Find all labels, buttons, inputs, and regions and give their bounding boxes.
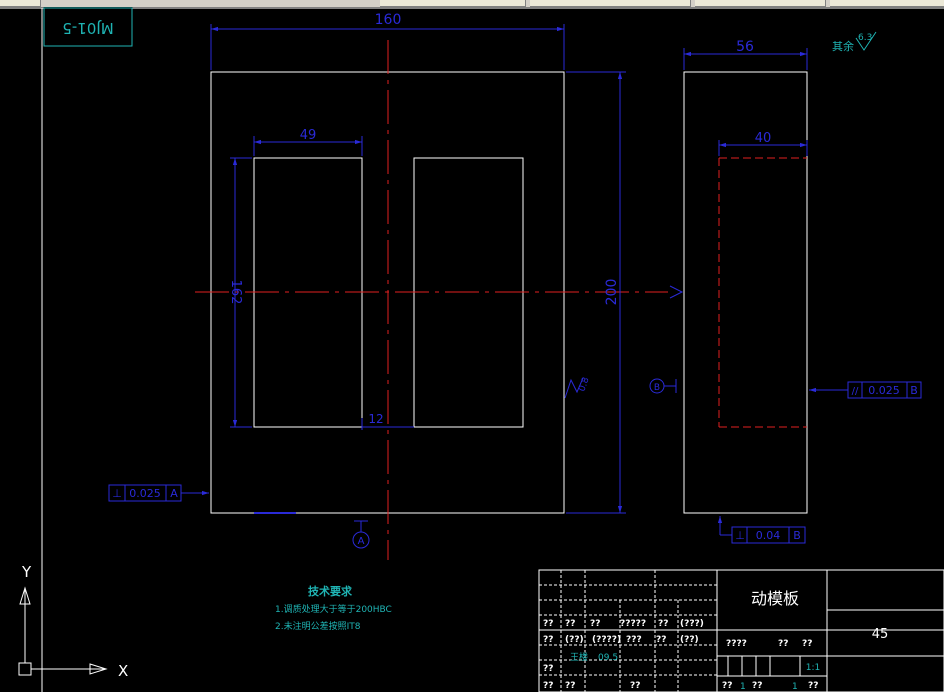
svg-text:??: ?? bbox=[543, 619, 553, 629]
datum-a-symbol bbox=[352, 520, 370, 549]
svg-text:?????: ????? bbox=[620, 619, 646, 629]
svg-text:(??): (??) bbox=[680, 635, 699, 645]
drawing-frame bbox=[0, 7, 944, 692]
svg-text:??: ?? bbox=[543, 635, 553, 645]
side-view[interactable]: 56 40 B // 0.025 B bbox=[649, 31, 922, 544]
dimension-160 bbox=[210, 24, 565, 70]
tolerance-frame-main[interactable]: ⊥ 0.025 A bbox=[108, 484, 209, 502]
tolerance-frame-parallel[interactable]: // 0.025 B bbox=[809, 381, 922, 399]
toolbar-segment[interactable] bbox=[695, 0, 826, 7]
datum-b-symbol bbox=[649, 378, 677, 394]
tolerance-symbol: ⊥ bbox=[112, 487, 122, 500]
tolerance-datum: B bbox=[793, 529, 801, 542]
svg-text:MJ01-5: MJ01-5 bbox=[62, 19, 113, 37]
svg-text:1: 1 bbox=[740, 682, 746, 692]
ucs-x-label: X bbox=[118, 662, 128, 680]
ucs-icon bbox=[18, 586, 108, 676]
tolerance-value: 0.025 bbox=[868, 384, 900, 397]
svg-text:??: ?? bbox=[656, 635, 666, 645]
material: 45 bbox=[872, 627, 889, 642]
toolbar-segment[interactable] bbox=[530, 0, 691, 7]
roughness-value: 0.8 bbox=[577, 376, 591, 393]
svg-text:??: ?? bbox=[808, 681, 818, 691]
svg-text:??: ?? bbox=[778, 639, 788, 649]
tech-requirements-title: 技术要求 bbox=[308, 584, 353, 598]
side-plate-outline[interactable] bbox=[683, 71, 808, 514]
dimension-56-label: 56 bbox=[736, 39, 754, 55]
ucs-y-label: Y bbox=[21, 563, 32, 581]
svg-text:??: ?? bbox=[543, 681, 553, 691]
svg-text:(????): (????) bbox=[592, 635, 621, 645]
sheet-numbers: 1 1 bbox=[740, 682, 798, 692]
datum-a-label: A bbox=[358, 536, 365, 547]
svg-text:??: ?? bbox=[543, 664, 553, 674]
dimension-56 bbox=[683, 48, 808, 70]
svg-text:??: ?? bbox=[565, 619, 575, 629]
toolbar-segment[interactable] bbox=[0, 0, 41, 7]
svg-text:????: ???? bbox=[726, 639, 747, 649]
hidden-pocket-lines bbox=[718, 157, 807, 428]
surface-finish-note: 其余 6.3 bbox=[832, 31, 877, 53]
svg-text:??: ?? bbox=[722, 681, 732, 691]
svg-text:其余: 其余 bbox=[832, 39, 854, 53]
dimension-162 bbox=[230, 157, 252, 428]
svg-text:6.3: 6.3 bbox=[858, 33, 872, 43]
tech-requirement-2: 2.未注明公差按照IT8 bbox=[275, 620, 361, 632]
dimension-40 bbox=[718, 140, 808, 156]
window-top-strip bbox=[0, 0, 944, 7]
toolbar-segment[interactable] bbox=[380, 0, 526, 7]
tech-requirement-1: 1.调质处理大于等于200HBC bbox=[275, 603, 392, 615]
dimension-49 bbox=[253, 136, 363, 156]
part-name: 动模板 bbox=[751, 589, 799, 608]
tolerance-datum: B bbox=[910, 384, 918, 397]
svg-text:??: ?? bbox=[630, 681, 640, 691]
svg-text:(???): (???) bbox=[680, 619, 704, 629]
main-view[interactable]: 160 200 49 162 12 bbox=[108, 12, 668, 560]
tech-requirements: 技术要求 1.调质处理大于等于200HBC 2.未注明公差按照IT8 bbox=[275, 584, 392, 632]
scale: 1:1 bbox=[806, 663, 820, 673]
dimension-40-label: 40 bbox=[755, 131, 772, 146]
tolerance-symbol: ⊥ bbox=[735, 529, 745, 542]
dimension-49-label: 49 bbox=[300, 128, 317, 143]
drawing-number-stamp: MJ01-5 bbox=[43, 7, 133, 47]
tolerance-datum: A bbox=[170, 487, 178, 500]
svg-text:1: 1 bbox=[792, 682, 798, 692]
svg-text:(??): (??) bbox=[565, 635, 584, 645]
title-block[interactable]: 动模板 45 1:1 王楼 09.5 ?? ?? ?? ????? ?? (??… bbox=[538, 569, 944, 692]
tolerance-value: 0.025 bbox=[129, 487, 161, 500]
dimension-12 bbox=[361, 418, 414, 430]
svg-text:???: ??? bbox=[626, 635, 642, 645]
tolerance-frame-perp[interactable]: ⊥ 0.04 B bbox=[717, 516, 806, 544]
dimension-162-label: 162 bbox=[228, 280, 243, 305]
dimension-200 bbox=[566, 71, 626, 514]
svg-text:??: ?? bbox=[752, 681, 762, 691]
section-arrow bbox=[669, 285, 684, 299]
svg-text:??: ?? bbox=[565, 681, 575, 691]
datum-b-label: B bbox=[654, 383, 660, 393]
toolbar-segment[interactable] bbox=[830, 0, 944, 7]
svg-text:??: ?? bbox=[802, 639, 812, 649]
svg-text:??: ?? bbox=[590, 619, 600, 629]
dimension-12-label: 12 bbox=[368, 412, 383, 426]
tolerance-symbol: // bbox=[852, 386, 859, 397]
dimension-160-label: 160 bbox=[375, 12, 402, 28]
drawer-name: 王楼 bbox=[570, 651, 588, 663]
svg-text:??: ?? bbox=[658, 619, 668, 629]
title-block-labels: ?? ?? ?? ????? ?? (???) ?? (??) (????) ?… bbox=[543, 619, 818, 691]
roughness-symbol bbox=[564, 377, 584, 399]
drawing-date: 09.5 bbox=[598, 653, 618, 663]
tolerance-value: 0.04 bbox=[756, 529, 781, 542]
dimension-200-label: 200 bbox=[604, 279, 620, 306]
